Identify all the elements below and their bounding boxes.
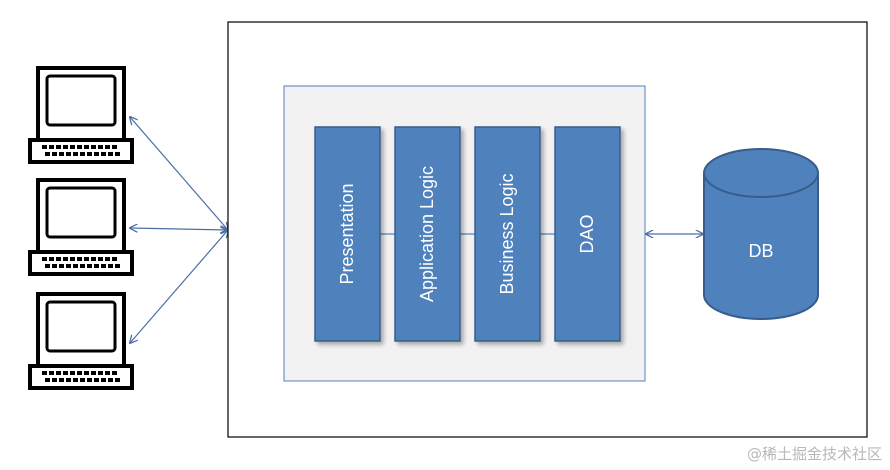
layer-label: Application Logic	[417, 166, 437, 302]
layer-label: Business Logic	[497, 173, 517, 294]
client-computer-icon	[28, 178, 134, 276]
client-arrow	[130, 230, 228, 343]
layer-dao: DAO	[554, 126, 621, 342]
layer-presentation: Presentation	[314, 126, 381, 342]
client-arrow	[130, 228, 228, 230]
layer-label: Presentation	[337, 183, 357, 284]
layer-label: DAO	[577, 214, 597, 253]
watermark: @稀土掘金技术社区	[746, 445, 882, 463]
client-computer-icon	[28, 66, 134, 164]
client-computer-icon	[28, 292, 134, 390]
database-cylinder-icon: DB	[703, 148, 819, 320]
client-arrow	[130, 117, 228, 230]
database-label: DB	[748, 241, 773, 261]
layer-business-logic: Business Logic	[474, 126, 541, 342]
layer-application-logic: Application Logic	[394, 126, 461, 342]
